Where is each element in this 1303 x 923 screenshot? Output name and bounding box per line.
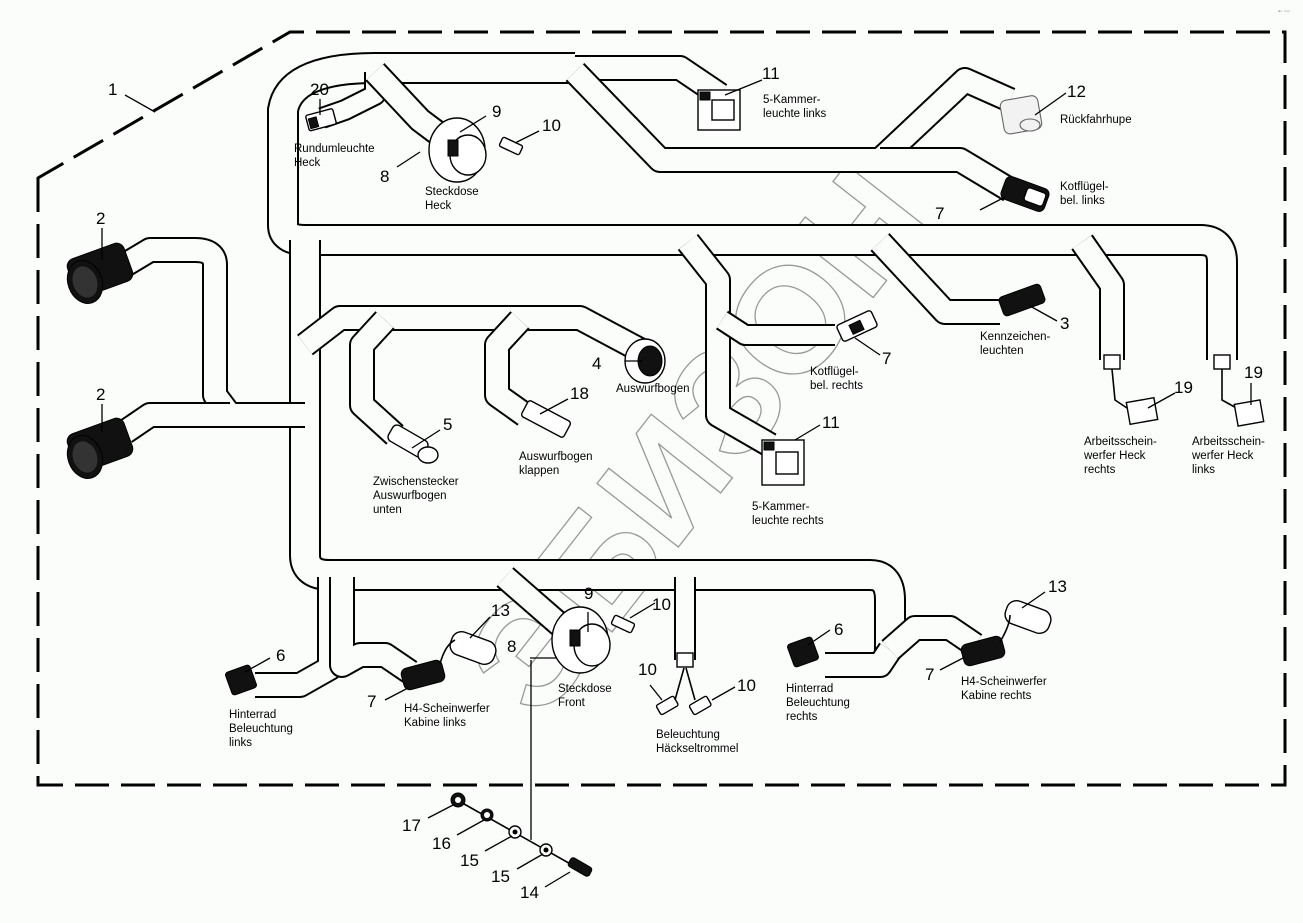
callout-20: 20 [310,80,329,99]
callout-3: 3 [1060,314,1069,333]
connector-19-right[interactable] [1125,396,1159,426]
washer-16[interactable] [480,808,494,822]
flat-connector-10-mid[interactable] [610,614,636,634]
label-auswurfbogen-klappen: Auswurfbogen klappen [519,451,596,477]
callout-4: 4 [592,354,601,373]
connector-7-h4-left[interactable] [400,659,446,691]
label-hinterrad-links: Hinterrad Beleuchtung links [229,709,296,749]
label-kennzeichenleuchten: Kennzeichen- leuchten [980,331,1054,357]
callout-19: 19 [1244,363,1263,382]
callout-10: 10 [542,116,561,135]
callout-19: 19 [1174,378,1193,397]
label-h4-links: H4-Scheinwerfer Kabine links [404,703,493,729]
label-auswurfbogen: Auswurfbogen [616,383,690,395]
description-labels: Rundumleuchte Heck Steckdose Heck 5-Kamm… [229,94,1268,755]
label-kammer-rechts: 5-Kammer- leuchte rechts [752,501,824,527]
connector-20[interactable] [305,108,337,132]
callout-17: 17 [402,816,421,835]
callout-2: 2 [96,385,105,404]
label-haeckseltrommel: Beleuchtung Häckseltrommel [656,729,738,755]
connector-6-rear-wheel-right[interactable] [787,636,820,668]
label-steckdose-heck: Steckdose Heck [425,186,482,212]
label-hinterrad-rechts: Hinterrad Beleuchtung rechts [786,683,853,723]
callout-15: 15 [491,867,510,886]
callout-9: 9 [584,584,593,603]
callout-8: 8 [507,637,516,656]
connector-7-h4-right[interactable] [960,635,1006,667]
label-arbeitsscheinwerfer-links: Arbeitsschein- werfer Heck links [1191,436,1268,476]
label-arbeitsscheinwerfer-rechts: Arbeitsschein- werfer Heck rechts [1083,436,1160,476]
reverse-horn-connector[interactable] [999,95,1043,135]
round-connector-2-top[interactable] [62,241,136,309]
label-steckdose-front: Steckdose Front [558,683,615,709]
five-chamber-connector-right[interactable] [761,439,805,486]
corner-mark: ▪▫ ▫▫▫ [1278,9,1290,15]
washer-15a[interactable] [508,825,522,839]
washer-15b[interactable] [539,843,553,857]
callout-7: 7 [925,665,934,684]
connector-18[interactable] [520,400,572,438]
connector-6-rear-wheel-left[interactable] [225,664,258,696]
callout-8: 8 [380,167,389,186]
round-connector-4[interactable] [624,338,666,384]
flat-connector-10-top[interactable] [498,136,524,156]
callout-13: 13 [1048,577,1067,596]
label-rueckfahrhupe: Rückfahrhupe [1060,114,1132,126]
connector-13-h4-right[interactable] [999,598,1054,643]
label-kammer-links: 5-Kammer- leuchte links [763,94,827,120]
flat-connector-10-right[interactable] [685,667,712,716]
callout-12: 12 [1067,82,1086,101]
nut-17[interactable] [450,792,466,808]
connector-3-license[interactable] [998,283,1046,317]
callout-7: 7 [935,204,944,223]
callout-18: 18 [570,384,589,403]
label-zwischenstecker: Zwischenstecker Auswurfbogen unten [373,476,462,516]
callout-1: 1 [108,80,117,99]
screw-14[interactable] [567,857,593,878]
callout-16: 16 [432,834,451,853]
label-h4-rechts: H4-Scheinwerfer Kabine rechts [961,676,1050,702]
callout-2: 2 [96,209,105,228]
callout-14: 14 [520,883,539,902]
label-rundumleuchte-heck: Rundumleuchte Heck [294,143,378,169]
callout-9: 9 [492,102,501,121]
connector-7-fender-left[interactable] [999,175,1050,213]
callout-11: 11 [822,413,840,432]
leader-lines [101,79,1252,888]
callout-10: 10 [652,595,671,614]
callout-numbers: 1 2 2 3 4 5 6 6 7 7 7 7 8 8 9 9 10 10 10… [96,64,1263,902]
assembly-boundary [36,30,1287,787]
label-kotfluegel-links: Kotflügel- bel. links [1060,181,1112,207]
connector-7-fender-right[interactable] [836,310,878,342]
callout-7: 7 [367,692,376,711]
round-connector-2-bottom[interactable] [62,416,136,484]
five-chamber-connector-left[interactable] [697,89,741,131]
label-kotfluegel-rechts: Kotflügel- bel. rechts [810,366,863,392]
callout-13: 13 [491,601,510,620]
connector-13-h4-left[interactable] [439,629,499,667]
callout-11: 11 [762,64,780,83]
flat-connector-10-left[interactable] [655,667,685,716]
callout-7: 7 [882,349,891,368]
splice-sleeve [676,652,694,668]
sleeve-19-right [1103,354,1131,411]
socket-rear[interactable] [428,117,487,183]
callout-10: 10 [737,676,756,695]
callout-6: 6 [834,620,843,639]
callout-15: 15 [460,851,479,870]
callout-6: 6 [276,646,285,665]
fastener-axis [456,799,591,876]
connector-19-left[interactable] [1233,399,1265,427]
callout-10: 10 [638,660,657,679]
sleeve-19-left [1213,354,1241,411]
callout-5: 5 [443,415,452,434]
harness-trunks [117,52,1238,698]
connector-5-intermediate[interactable] [386,423,439,464]
socket-front[interactable] [551,606,611,674]
